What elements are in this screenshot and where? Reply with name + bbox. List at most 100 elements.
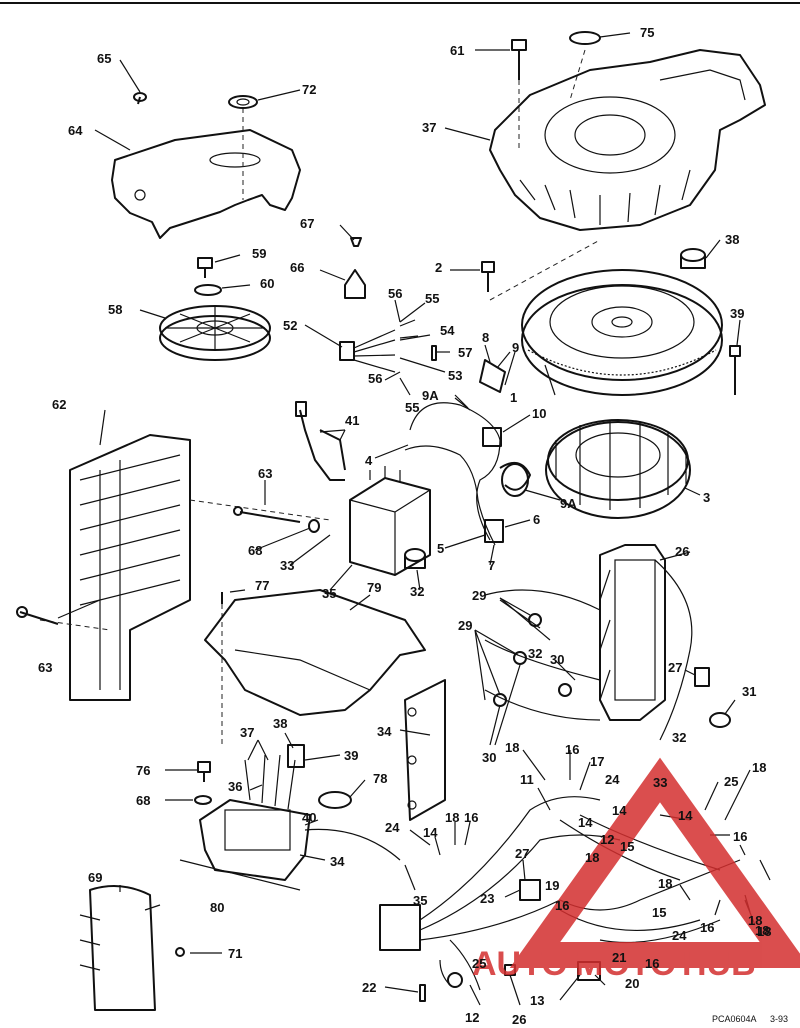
callout-label: 26 [675, 544, 689, 559]
callout-label: 35 [413, 893, 427, 908]
insulator-68 [344, 269, 366, 299]
callout-label: 35 [322, 586, 336, 601]
power-pack-39 [349, 466, 431, 576]
callout-label: 34 [330, 854, 345, 869]
callout-label: 24 [605, 772, 620, 787]
callout-label: 36 [228, 779, 242, 794]
callout-label: 16 [565, 742, 579, 757]
callout-label: 59 [252, 246, 266, 261]
callout-label: 7 [488, 558, 495, 573]
screw-2 [481, 261, 495, 292]
callout-label: 63 [38, 660, 52, 675]
callout-label: 52 [283, 318, 297, 333]
callout-label: 9 [512, 340, 519, 355]
callout-label: 37 [240, 725, 254, 740]
bolt-77 [197, 761, 211, 782]
callout-label: 12 [600, 832, 614, 847]
callout-label: 63 [258, 466, 272, 481]
callout-label: 18 [445, 810, 459, 825]
callout-label: 62 [52, 397, 66, 412]
callout-label: 32 [528, 646, 542, 661]
callout-label: 1 [510, 390, 517, 405]
callout-label: 71 [228, 946, 242, 961]
callout-label: 54 [440, 323, 455, 338]
stator-3 [499, 419, 691, 519]
callout-label: 58 [108, 302, 122, 317]
callout-label: 22 [362, 980, 376, 995]
terminal-block-53 [339, 319, 419, 373]
cap-75 [569, 31, 601, 45]
washer-70 [308, 519, 320, 533]
callout-label: 68 [136, 793, 150, 808]
callout-label: 15 [652, 905, 666, 920]
callout-label: 19 [545, 878, 559, 893]
callout-label: 18 [658, 876, 672, 891]
callout-label: 29 [472, 588, 486, 603]
clamp-78 [318, 791, 352, 809]
callout-label: 27 [668, 660, 682, 675]
pulley-59 [159, 305, 271, 361]
clip-34 [709, 712, 731, 728]
callout-label: 33 [280, 558, 294, 573]
callout-label: 32 [672, 730, 686, 745]
callout-label: 18 [505, 740, 519, 755]
rectifier-46 [199, 744, 401, 881]
callout-label: 53 [448, 368, 462, 383]
bracket-line-79 [179, 859, 301, 891]
callout-label: 25 [724, 774, 738, 789]
callout-label: 38 [725, 232, 739, 247]
wire-harness-4-9 [404, 359, 506, 546]
callout-labels: 65 72 64 61 75 37 67 59 60 66 58 2 38 39… [38, 25, 771, 1027]
callout-label: 6 [533, 512, 540, 527]
callout-label: 16 [645, 956, 659, 971]
callout-label: 25 [472, 956, 486, 971]
callout-label: 32 [410, 584, 424, 599]
screw-67 [133, 92, 147, 105]
automotohub-watermark: AUTO MOTO HUB [472, 757, 800, 983]
bolt-63 [16, 606, 59, 625]
bracket-37 [404, 679, 446, 821]
callout-label: 57 [458, 345, 472, 360]
callout-label: 29 [458, 618, 472, 633]
callout-label: 23 [480, 891, 494, 906]
nut-41 [680, 248, 706, 269]
callout-label: 64 [68, 123, 83, 138]
callout-label: 72 [302, 82, 316, 97]
callout-label: 16 [555, 898, 569, 913]
shroud-64 [39, 434, 331, 701]
screw-73 [175, 947, 185, 957]
callout-label: 69 [88, 870, 102, 885]
bolt-65 [233, 506, 301, 523]
cover-76 [204, 589, 426, 716]
screw-69 [350, 237, 362, 247]
cable-tie-10 [501, 463, 529, 497]
callout-label: 18 [585, 850, 599, 865]
drawing-code: PCA0604A [712, 1014, 757, 1024]
callout-label: 65 [97, 51, 111, 66]
callout-label: 30 [482, 750, 496, 765]
clip-11 [482, 427, 502, 447]
callout-label: 75 [640, 25, 654, 40]
callout-label: 33 [653, 775, 667, 790]
washer-70b [194, 795, 212, 805]
bolt-42 [729, 345, 741, 395]
callout-label: 14 [578, 815, 593, 830]
bolt-62 [511, 39, 527, 80]
flywheel-cover-housing-40 [489, 49, 766, 231]
ignition-plate-29 [484, 544, 693, 741]
watermark-auto: AUTO [472, 945, 568, 983]
callout-label: 77 [255, 578, 269, 593]
callout-label: 12 [465, 1010, 479, 1025]
callout-label: 40 [302, 810, 316, 825]
callout-label: 16 [700, 920, 714, 935]
callout-label: 34 [377, 724, 392, 739]
callout-label: 9A [560, 496, 577, 511]
callout-label: 18 [752, 760, 766, 775]
callout-label: 9A [422, 388, 439, 403]
callout-label: 38 [273, 716, 287, 731]
callout-label: 31 [742, 684, 756, 699]
drawing-date: 3-93 [770, 1014, 788, 1024]
callout-label: 3 [703, 490, 710, 505]
pin-58 [431, 345, 437, 361]
